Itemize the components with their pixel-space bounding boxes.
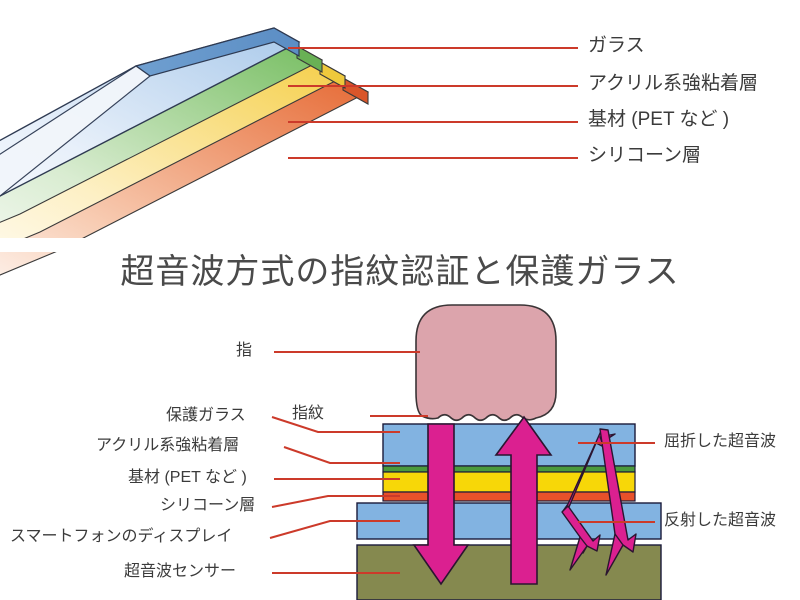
bottom-left-leader-lines: [269, 351, 428, 574]
top-label-substrate: 基材 (PET など ): [588, 109, 730, 130]
wave-up-arrow: [494, 415, 553, 585]
finger-shape: [415, 304, 557, 422]
bottom-right-leader-lines: [578, 442, 655, 523]
label-protective-glass: 保護ガラス: [166, 407, 246, 424]
label-substrate-pet: 基材 (PET など ): [128, 469, 247, 486]
label-acrylic-adhesive: アクリル系強粘着層: [96, 437, 240, 454]
label-fingerprint: 指紋: [292, 405, 325, 422]
layer-acrylic-adhesive: [382, 465, 636, 473]
label-smartphone-display: スマートフォンのディスプレイ: [10, 528, 233, 545]
label-reflected-wave: 反射した超音波: [664, 512, 777, 529]
layer-substrate-pet: [382, 471, 636, 493]
leader-silicone: [271, 495, 400, 508]
perspective-sheet-stack: [0, 27, 370, 276]
label-finger: 指: [236, 342, 253, 359]
leader-protective-glass: [271, 416, 400, 433]
top-leader-lines: [288, 47, 578, 159]
top-label-adhesive: アクリル系強粘着層: [588, 73, 759, 94]
layer-silicone: [382, 491, 636, 502]
ultrasonic-diagram: [269, 304, 662, 600]
label-refracted-wave: 屈折した超音波: [664, 433, 777, 450]
label-ultrasonic-sensor: 超音波センサー: [124, 563, 237, 580]
wave-down-arrow: [412, 423, 470, 586]
sheet-glass: [0, 27, 301, 197]
page-title: 超音波方式の指紋認証と保護ガラス: [120, 253, 680, 291]
top-label-glass: ガラス: [588, 35, 645, 56]
reflected-wave-ray: [599, 428, 637, 576]
leader-smartphone-display: [269, 520, 400, 539]
label-silicone-layer: シリコーン層: [160, 497, 256, 514]
top-label-silicone: シリコーン層: [588, 145, 702, 166]
leader-acrylic-adhesive: [283, 446, 400, 464]
